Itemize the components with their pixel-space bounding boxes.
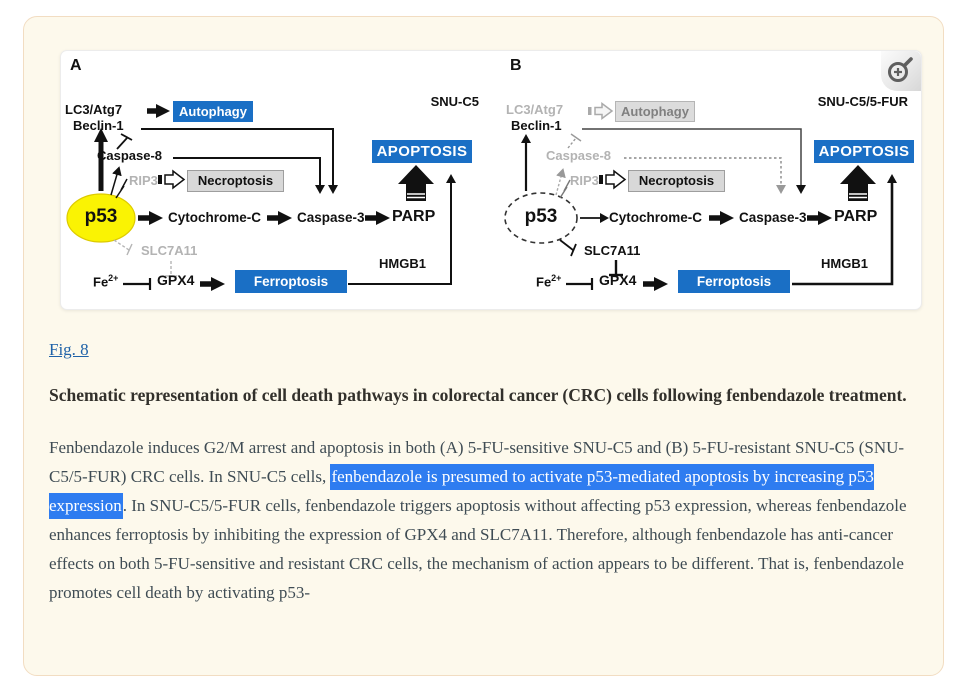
node-caspase8: Caspase-8 <box>546 148 612 163</box>
node-p53: p53 <box>84 206 118 227</box>
caption-text-pre: Fenbendazole induces G2/M arrest and apo… <box>49 438 905 486</box>
node-hmgb1: HMGB1 <box>821 256 868 271</box>
node-beclin: Beclin-1 <box>511 118 562 133</box>
apoptosis-box: APOPTOSIS <box>814 140 914 163</box>
node-slc7a11: SLC7A11 <box>141 243 198 258</box>
cell-line-label: SNU-C5/5-FUR <box>817 94 908 109</box>
necroptosis-box: Necroptosis <box>187 170 284 192</box>
autophagy-box: Autophagy <box>615 101 695 122</box>
node-parp: PARP <box>392 208 436 225</box>
node-gpx4: GPX4 <box>157 272 195 288</box>
node-caspase8: Caspase-8 <box>97 148 163 163</box>
cell-line-label: SNU-C5 <box>430 94 479 109</box>
node-rip3: RIP3 <box>570 173 599 188</box>
node-rip3: RIP3 <box>129 173 158 188</box>
node-cytochrome: Cytochrome-C <box>168 210 262 225</box>
zoom-figure-button[interactable] <box>881 51 921 91</box>
fe-sup: 2+ <box>108 273 119 283</box>
node-caspase3: Caspase-3 <box>297 210 365 225</box>
figure-panel-b: B SNU-C5/5-FUR LC3/Atg7 Autophagy Beclin… <box>496 51 921 309</box>
node-hmgb1: HMGB1 <box>379 256 426 271</box>
figure-panel-a: A SNU-C5 LC3/Atg7 Autophagy Beclin-1 Cas… <box>61 51 496 309</box>
panel-a-label: A <box>70 57 82 74</box>
node-beclin: Beclin-1 <box>73 118 124 133</box>
node-lc3: LC3/Atg7 <box>506 102 564 117</box>
figure-caption-title: Schematic representation of cell death p… <box>49 385 907 405</box>
magnifier-plus-icon <box>888 56 913 82</box>
apoptosis-box: APOPTOSIS <box>372 140 472 163</box>
pathway-arrows-svg-a <box>66 104 456 291</box>
autophagy-box: Autophagy <box>173 101 253 122</box>
node-fe: Fe2+ <box>93 273 118 289</box>
node-caspase3: Caspase-3 <box>739 210 807 225</box>
node-lc3: LC3/Atg7 <box>65 102 123 117</box>
node-gpx4: GPX4 <box>599 272 637 288</box>
node-cytochrome: Cytochrome-C <box>609 210 703 225</box>
node-p53: p53 <box>524 206 558 227</box>
fe-base: Fe <box>93 274 109 290</box>
figure-link[interactable]: Fig. 8 <box>49 340 89 359</box>
ferroptosis-box: Ferroptosis <box>678 270 790 293</box>
necroptosis-box: Necroptosis <box>628 170 725 192</box>
panel-b-label: B <box>510 57 522 74</box>
figure-caption-body: Fenbendazole induces G2/M arrest and apo… <box>49 433 931 607</box>
fe-sup: 2+ <box>551 273 562 283</box>
node-fe: Fe2+ <box>536 273 561 289</box>
fe-base: Fe <box>536 274 552 290</box>
figure-image[interactable]: A SNU-C5 LC3/Atg7 Autophagy Beclin-1 Cas… <box>60 50 922 310</box>
pathway-arrows-svg-b <box>504 102 897 291</box>
article-panel: A SNU-C5 LC3/Atg7 Autophagy Beclin-1 Cas… <box>23 16 944 676</box>
caption-text-post: . In SNU-C5/5-FUR cells, fenbendazole tr… <box>49 496 907 602</box>
ferroptosis-box: Ferroptosis <box>235 270 347 293</box>
node-parp: PARP <box>834 208 878 225</box>
node-slc7a11: SLC7A11 <box>584 243 641 258</box>
